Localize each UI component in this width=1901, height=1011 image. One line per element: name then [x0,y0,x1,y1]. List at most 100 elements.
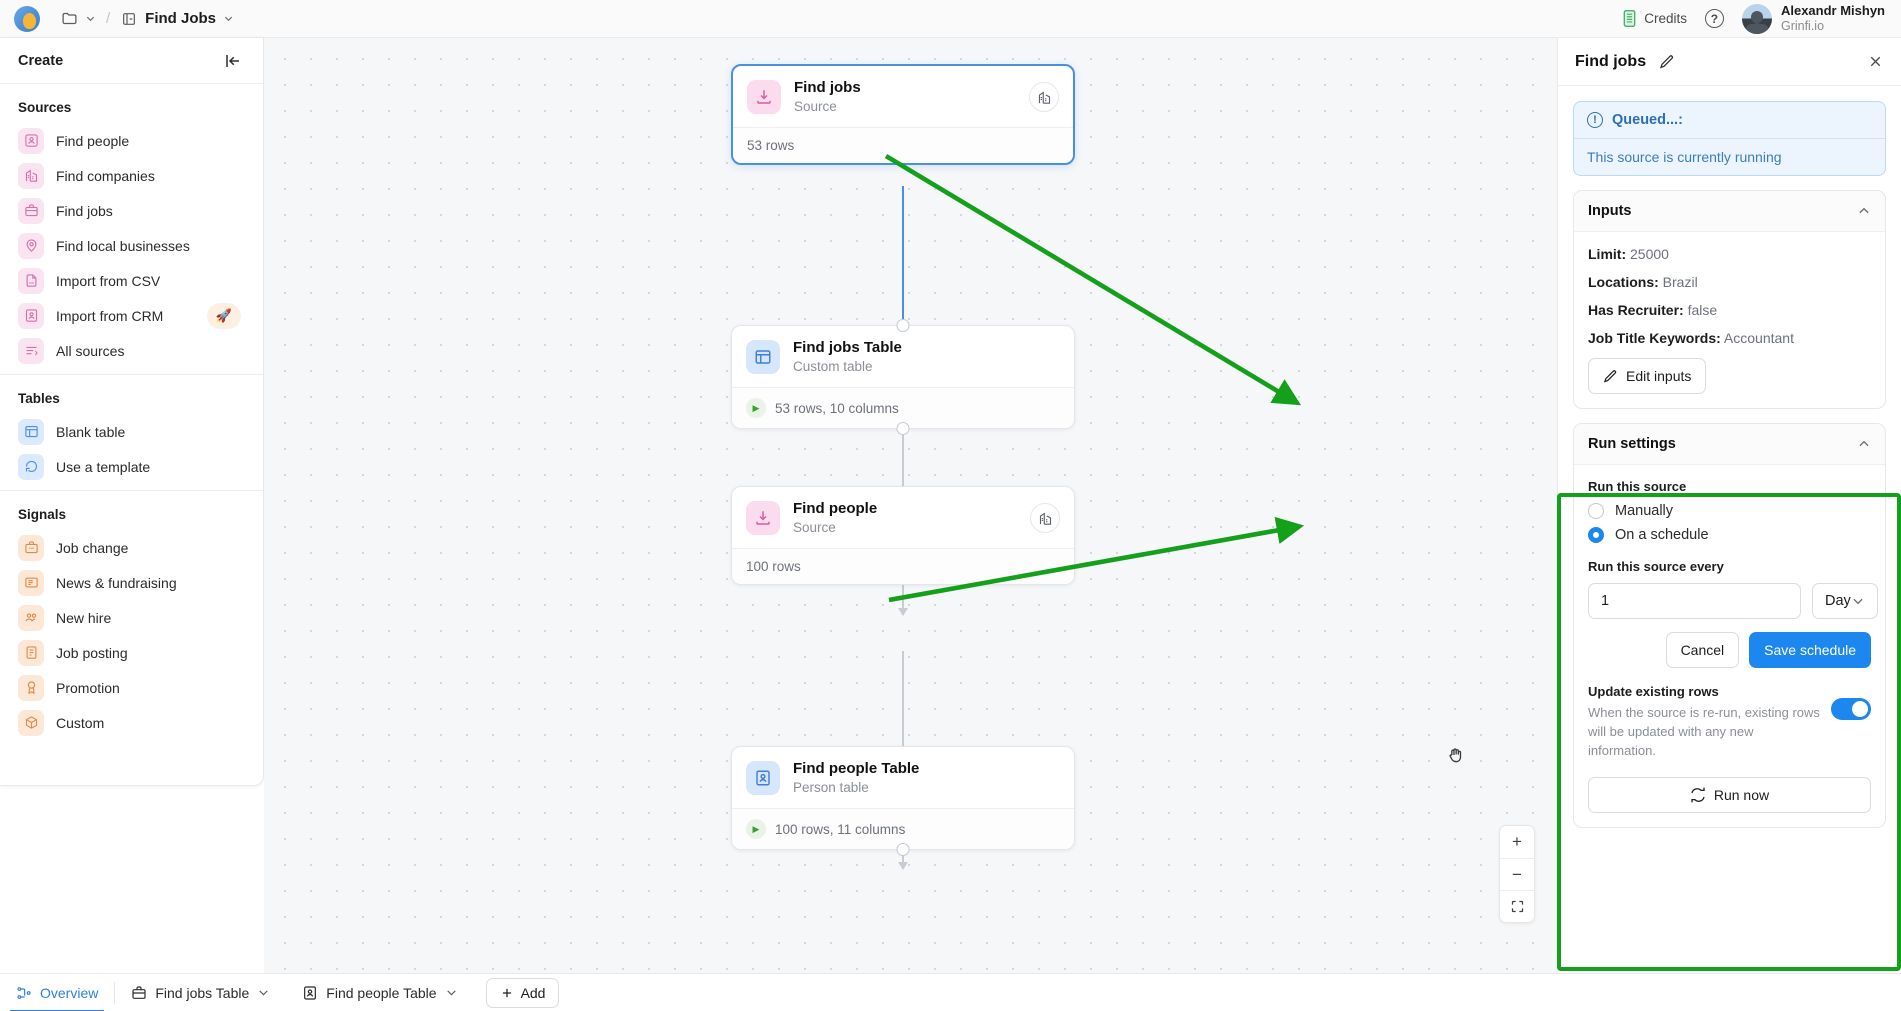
sidebar-item-label: Job posting [56,644,128,661]
source-download-icon [747,80,781,115]
fit-screen-icon[interactable] [1500,890,1534,922]
tab-find-jobs-table[interactable]: Find jobs Table [115,974,286,1011]
node-header: Find jobs Table Custom table [732,326,1074,387]
sidebar-item-job-change[interactable]: Job change [0,530,263,565]
refresh-icon [1690,787,1706,803]
plus-icon [500,986,514,1000]
chevron-down-icon[interactable] [257,986,270,999]
flow-node-find-jobs-table[interactable]: Find jobs Table Custom table ▶ 53 rows, … [731,319,1075,436]
sidebar-item-blank-table[interactable]: Blank table [0,414,263,449]
sidebar-item-import-from-csv[interactable]: Import from CSV [0,263,263,298]
company-building-icon[interactable] [1029,82,1059,113]
update-existing-rows-block: Update existing rows When the source is … [1588,684,1871,761]
chevron-down-icon[interactable] [85,13,96,24]
close-icon[interactable] [1867,53,1884,70]
sidebar-item-job-posting[interactable]: Job posting [0,635,263,670]
sidebar-item-find-companies[interactable]: Find companies [0,158,263,193]
run-now-button[interactable]: Run now [1588,776,1871,813]
sidebar-item-use-a-template[interactable]: Use a template [0,449,263,484]
sidebar-item-import-from-crm[interactable]: Import from CRM 🚀 [0,298,263,333]
radio-option-manually[interactable]: Manually [1588,503,1871,519]
node-title: Find jobs [794,79,861,96]
chevron-down-icon[interactable] [223,13,234,24]
radio-icon-selected[interactable] [1588,527,1604,543]
unit-select[interactable]: Day [1812,583,1878,619]
sidebar-item-new-hire[interactable]: New hire [0,600,263,635]
help-circle-icon[interactable]: ? [1704,9,1724,28]
interval-input[interactable] [1588,583,1801,619]
radio-option-on-a-schedule[interactable]: On a schedule [1588,527,1871,543]
find-people-icon [18,127,44,154]
top-bar: / Find Jobs Credits ? Alexand [0,0,1901,38]
sidebar-item-promotion[interactable]: Promotion [0,670,263,705]
status-badge: Queued...: [1612,112,1683,128]
job-posting-icon [18,639,44,666]
status-alert: ! Queued...: This source is currently ru… [1573,101,1886,176]
flow-node-find-people[interactable]: Find people Source 100 rows [731,486,1075,586]
chevron-down-icon[interactable] [445,986,458,999]
flow-node-find-people-table[interactable]: Find people Table Person table ▶ 100 row… [731,746,1075,857]
inputs-card: Inputs Limit: 25000 Locations: Brazil [1573,190,1886,409]
sidebar-item-custom[interactable]: Custom [0,705,263,740]
zoom-controls[interactable]: + − [1499,825,1535,923]
news-icon [18,569,44,596]
edit-inputs-button[interactable]: Edit inputs [1588,358,1707,394]
chevron-up-icon[interactable] [1857,437,1871,451]
node-port-bottom[interactable] [896,843,910,857]
zoom-out-button[interactable]: − [1500,858,1534,890]
sidebar-item-find-local-businesses[interactable]: Find local businesses [0,228,263,263]
node-row-count: 100 rows, 11 columns [775,821,906,837]
top-bar-actions: Credits ? Alexandr Mishyn Grinfi.io [1622,3,1885,35]
add-label: Add [520,984,546,1001]
sidebar-item-find-jobs[interactable]: Find jobs [0,193,263,228]
sidebar-item-find-people[interactable]: Find people [0,123,263,158]
cancel-button[interactable]: Cancel [1665,632,1740,668]
flow-canvas[interactable]: Find jobs Source 53 rows Find jobs Table [264,38,1557,973]
radio-label: On a schedule [1615,527,1709,543]
section-title: Sources [18,100,72,115]
node-footer: ▶ 100 rows, 11 columns [732,808,1074,850]
sidebar-item-all-sources[interactable]: All sources [0,333,263,368]
app-logo-icon[interactable] [14,5,40,32]
details-panel-body: ! Queued...: This source is currently ru… [1558,86,1901,973]
radio-icon[interactable] [1588,503,1604,519]
flow-node-find-jobs[interactable]: Find jobs Source 53 rows [731,64,1075,166]
update-rows-toggle[interactable] [1831,698,1871,720]
tab-label: Find people Table [326,984,437,1001]
user-name: Alexandr Mishyn [1780,2,1885,18]
tab-find-people-table[interactable]: Find people Table [286,974,473,1011]
custom-icon [18,709,44,736]
folder-icon[interactable] [60,10,78,28]
save-schedule-button[interactable]: Save schedule [1749,632,1871,668]
sidebar-item-label: Find local businesses [56,237,190,254]
run-settings-card-body: Run this source Manually On a schedule R… [1574,465,1885,827]
sidebar-item-news-fundraising[interactable]: News & fundraising [0,565,263,600]
input-field-has-recruiter: Has Recruiter: false [1588,302,1871,318]
chevron-up-icon[interactable] [1857,204,1871,218]
zoom-in-button[interactable]: + [1512,832,1522,851]
play-icon[interactable]: ▶ [746,398,766,419]
play-icon[interactable]: ▶ [746,819,766,840]
tab-overview[interactable]: Overview [0,974,114,1011]
sidebar-item-label: Find companies [56,167,155,184]
inputs-card-header[interactable]: Inputs [1574,191,1885,232]
run-settings-card-header[interactable]: Run settings [1574,424,1885,465]
input-field-limit: Limit: 25000 [1588,246,1871,262]
company-building-icon[interactable] [1030,503,1060,534]
find-jobs-icon [131,985,147,1001]
schedule-actions: Cancel Save schedule [1588,632,1871,668]
page-title: Find Jobs [145,10,217,27]
sidebar-item-label: News & fundraising [56,574,177,591]
rocket-icon[interactable]: 🚀 [207,302,241,329]
bottom-tab-bar: Overview Find jobs Table Find people Tab… [0,973,1901,1011]
breadcrumb: / Find Jobs [60,10,234,28]
pencil-icon[interactable] [1659,54,1675,70]
credits-button[interactable]: Credits [1622,9,1687,28]
details-panel: Find jobs ! Queued...: This source is cu… [1557,38,1901,973]
node-port-top[interactable] [896,319,910,332]
user-menu[interactable]: Alexandr Mishyn Grinfi.io [1741,2,1885,35]
sidebar-item-label: New hire [56,609,112,626]
collapse-panel-icon[interactable] [221,49,245,73]
add-tab-button[interactable]: Add [485,977,560,1008]
node-port-bottom[interactable] [896,422,910,436]
